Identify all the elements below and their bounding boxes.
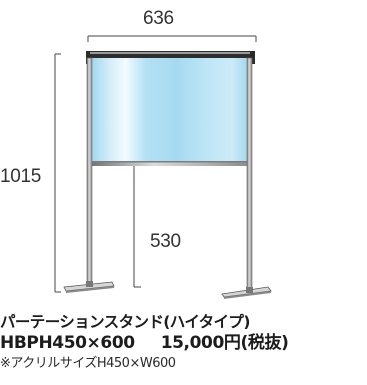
product-caption: パーテーションスタンド(ハイタイプ) HBPH450×600 15,000円(税抜… xyxy=(0,312,367,372)
width-dimension-line xyxy=(87,35,257,42)
right-post xyxy=(246,57,253,293)
left-foot xyxy=(63,281,115,293)
right-foot xyxy=(221,286,272,299)
middle-rail xyxy=(89,161,251,166)
height-dimension-label: 1015 xyxy=(0,166,42,187)
partition-stand-figure: 636 1015 530 xyxy=(0,8,272,299)
top-rail xyxy=(86,51,254,58)
acrylic-panel xyxy=(90,55,249,165)
leg-height-dimension-label: 530 xyxy=(150,231,181,252)
partition-stand-illustration xyxy=(54,35,272,299)
product-code-line: HBPH450×600 15,000円(税抜) xyxy=(0,333,367,353)
leg-height-dimension-line xyxy=(133,165,141,288)
left-post xyxy=(86,57,93,287)
product-code: HBPH450×600 xyxy=(0,333,135,353)
product-price: 15,000円(税抜) xyxy=(160,333,289,353)
height-dimension-line xyxy=(54,53,61,293)
acrylic-size-note: ※アクリルサイズH450×W600 xyxy=(0,356,176,371)
product-name: パーテーションスタンド(ハイタイプ) xyxy=(0,313,250,331)
width-dimension-label: 636 xyxy=(143,8,174,29)
